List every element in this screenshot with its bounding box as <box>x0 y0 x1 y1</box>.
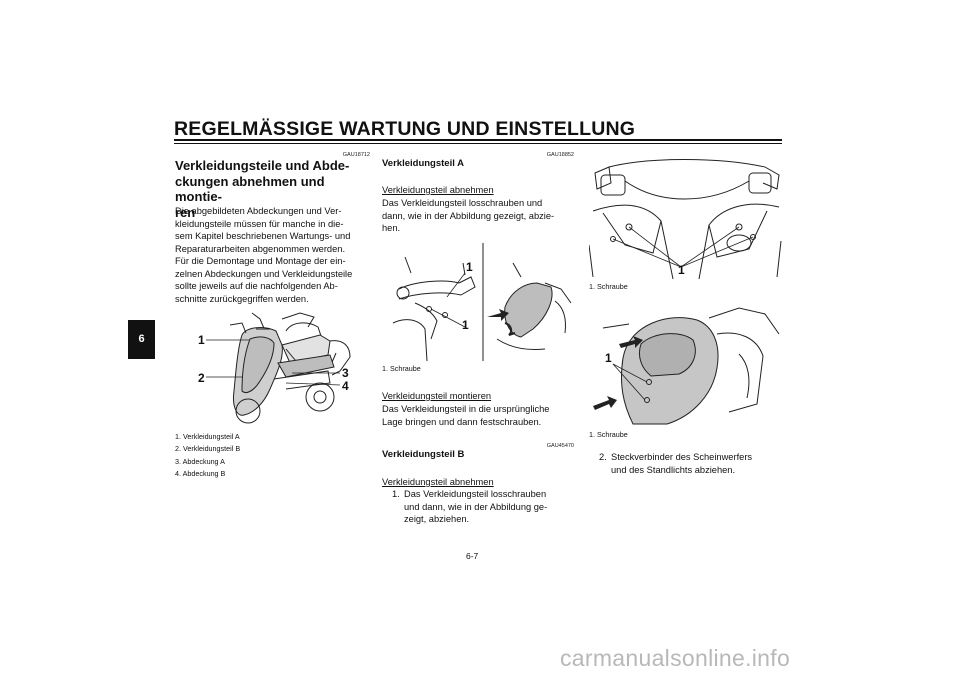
heading-line: ckungen abnehmen und montie- <box>175 173 325 205</box>
figure-label: 4 <box>342 379 349 393</box>
text-line: und des Standlichts abziehen. <box>611 464 736 475</box>
figure-caption: 1. Schraube <box>382 364 421 373</box>
figure-label: 1 <box>462 318 469 332</box>
subsection-heading: Verkleidungsteil B <box>382 449 465 460</box>
figure-label: 1 <box>466 260 473 274</box>
heading-line: Verkleidungsteile und Abde- <box>175 158 350 173</box>
intro-paragraph: Die abgebildeten Abdeckungen und Ver- kl… <box>175 205 375 305</box>
page-number: 6-7 <box>466 551 479 561</box>
procedure-text: Das Verkleidungsteil losschrauben und da… <box>382 197 582 235</box>
header-rule <box>174 139 782 141</box>
step-number: 1. <box>392 489 400 499</box>
text-line: zelnen Abdeckungen und Verkleidungsteile <box>175 268 353 279</box>
figure-caption-list: 1. Verkleidungsteil A 2. Verkleidungstei… <box>175 431 375 481</box>
text-line: schnitte zurückgegriffen werden. <box>175 293 309 304</box>
procedure-title: Verkleidungsteil abnehmen <box>382 185 494 195</box>
page-title: REGELMÄSSIGE WARTUNG UND EINSTELLUNG <box>174 118 636 140</box>
text-line: Für die Demontage und Montage der ein- <box>175 256 346 266</box>
figure-caption: 1. Schraube <box>589 282 628 291</box>
procedure-step: 1. Das Verkleidungsteil losschrauben und… <box>392 488 577 528</box>
text-line: und dann, wie in der Abbildung ge- <box>404 501 548 512</box>
watermark: carmanualsonline.info <box>560 645 791 671</box>
text-line: Steckverbinder des Scheinwerfers <box>611 452 753 462</box>
heading-line: ren <box>175 204 196 220</box>
procedure-title: Verkleidungsteil montieren <box>382 391 492 401</box>
text-line: sollte jeweils auf die nachfolgenden Ab- <box>175 281 338 291</box>
subsection-heading: Verkleidungsteil A <box>382 158 465 169</box>
header-rule-thin <box>174 143 782 144</box>
text-line: Die abgebildeten Abdeckungen und Ver- <box>175 206 342 216</box>
handlebar-cover-illustration <box>392 243 572 361</box>
chapter-tab: 6 <box>128 320 155 359</box>
caption-item: 3. Abdeckung A <box>175 456 225 466</box>
figure-caption: 1. Schraube <box>589 430 628 439</box>
reference-code: GAU18712 <box>342 152 370 158</box>
front-shield-illustration <box>593 307 780 425</box>
step-text: Steckverbinder des Scheinwerfers und des… <box>611 451 752 476</box>
text-line: Reparaturarbeiten abgenommen werden. <box>175 243 346 254</box>
text-line: Das Verkleidungsteil losschrauben <box>404 489 547 499</box>
figure-label: 1 <box>605 351 612 365</box>
text-line: zeigt, abziehen. <box>404 514 470 524</box>
reference-code: GAU45470 <box>546 443 574 449</box>
dashboard-cover-illustration <box>589 159 782 279</box>
step-text: Das Verkleidungsteil losschrauben und da… <box>404 488 547 526</box>
procedure-step: 2. Steckverbinder des Scheinwerfers und … <box>599 451 784 479</box>
figure-label: 3 <box>342 366 349 380</box>
procedure-text: Das Verkleidungsteil in die ursprünglich… <box>382 403 582 428</box>
section-heading: Verkleidungsteile und Abde- ckungen abne… <box>175 158 375 220</box>
text-line: Lage bringen und dann festschrauben. <box>382 416 542 427</box>
text-line: dann, wie in der Abbildung gezeigt, abzi… <box>382 210 555 221</box>
text-line: kleidungsteile müssen für manche in die- <box>175 218 344 229</box>
text-line: Das Verkleidungsteil in die ursprünglich… <box>382 404 550 414</box>
caption-item: 1. Verkleidungsteil A <box>175 432 240 441</box>
text-line: hen. <box>382 223 401 233</box>
text-line: sem Kapitel beschriebenen Wartungs- und <box>175 231 351 241</box>
figure-label: 1 <box>678 263 685 277</box>
text-line: Das Verkleidungsteil losschrauben und <box>382 198 543 208</box>
reference-code: GAU18852 <box>546 152 574 158</box>
caption-item: 4. Abdeckung B <box>175 469 226 479</box>
step-number: 2. <box>599 452 607 462</box>
figure-label: 1 <box>198 333 205 347</box>
scooter-overview-illustration <box>206 312 351 424</box>
procedure-title: Verkleidungsteil abnehmen <box>382 477 494 487</box>
figure-label: 2 <box>198 371 205 385</box>
caption-item: 2. Verkleidungsteil B <box>175 444 241 454</box>
